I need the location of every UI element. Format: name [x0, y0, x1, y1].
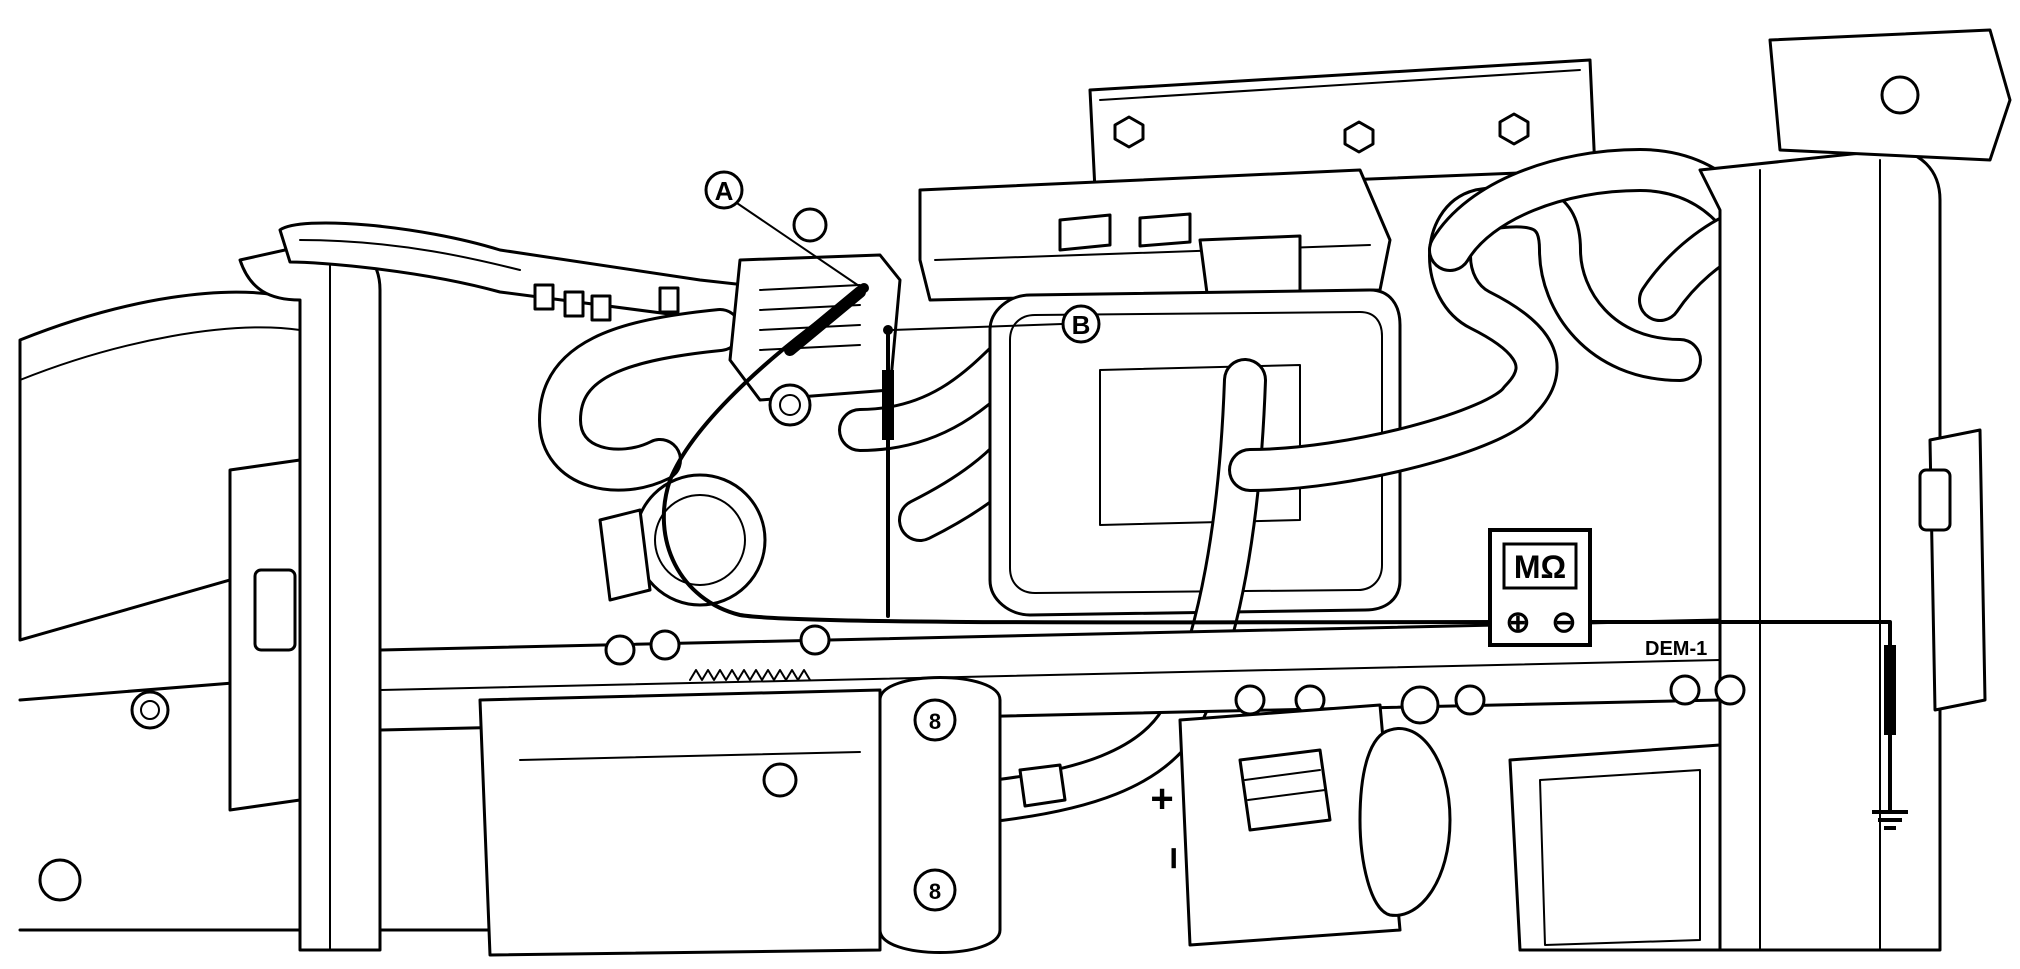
probe-b — [882, 370, 894, 440]
bolt-number-lower: 8 — [929, 879, 941, 904]
bolt-lower — [913, 868, 957, 912]
top-plate-nuts — [1113, 112, 1530, 154]
positive-lead — [661, 290, 1512, 625]
minus-mark: − — [1152, 846, 1196, 869]
callout-a-label: A — [715, 176, 734, 206]
rail-bolts — [533, 283, 680, 322]
bolt-number-upper: 8 — [929, 709, 941, 734]
ground-symbol — [1872, 800, 1908, 830]
plus-mark: + — [1150, 777, 1173, 821]
callout-b: B — [1061, 304, 1101, 344]
probe-ground — [1884, 645, 1896, 735]
negative-lead — [1568, 620, 1892, 802]
component-line-art — [18, 28, 2012, 957]
meter-negative-terminal: ⊖ — [1551, 606, 1576, 639]
meter-positive-terminal: ⊕ — [1505, 606, 1530, 639]
dem-label: DEM-1 — [1645, 638, 1707, 660]
callout-a: A — [704, 170, 744, 210]
probe-a — [784, 286, 866, 356]
test-wiring — [661, 196, 1908, 830]
callout-b-label: B — [1072, 310, 1091, 340]
megohmmeter: MΩ ⊕ ⊖ — [1488, 528, 1592, 647]
bolt-upper — [913, 698, 957, 742]
meter-unit-label: MΩ — [1514, 549, 1566, 585]
